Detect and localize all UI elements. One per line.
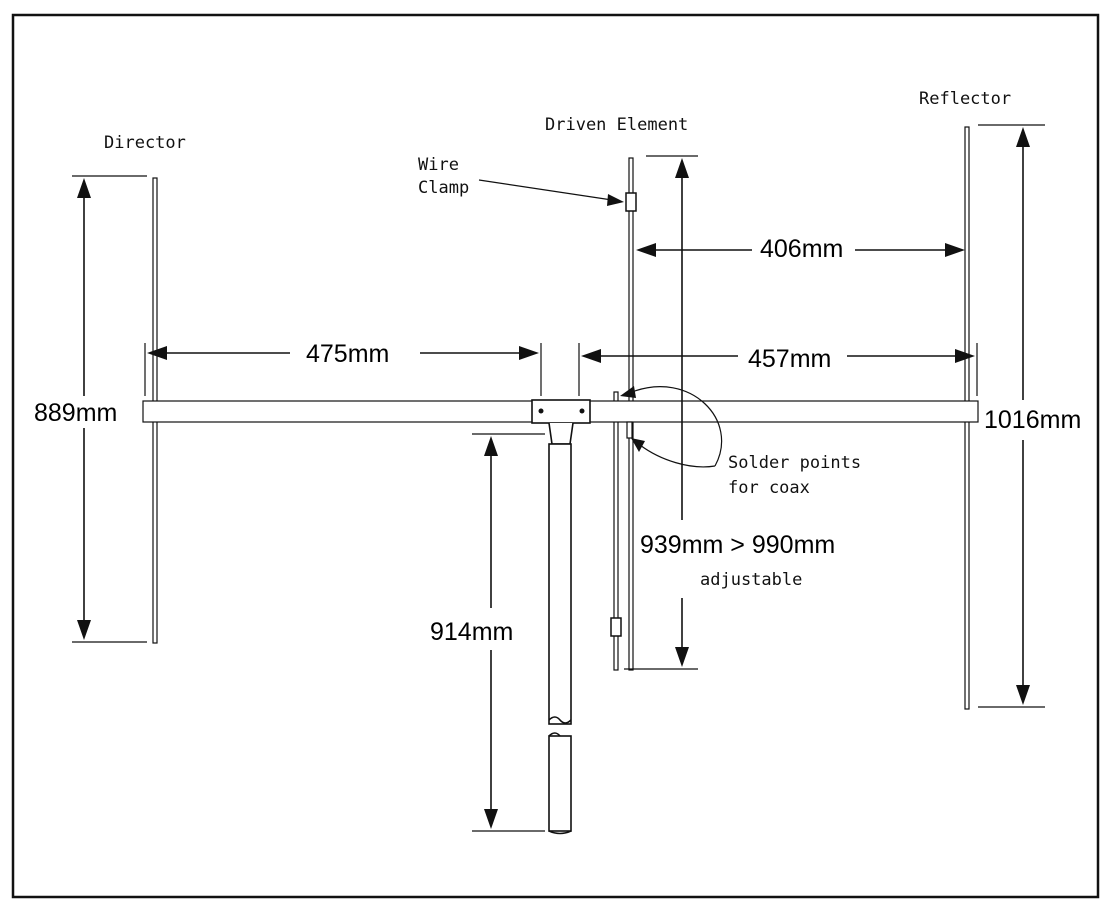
director-length-value: 889mm xyxy=(34,399,117,427)
solder-tab xyxy=(626,421,633,439)
t-joint xyxy=(531,399,591,445)
driven-element-label: Driven Element xyxy=(545,115,688,135)
reflector-spacing-lower-dimension xyxy=(578,343,978,396)
director-spacing-dimension xyxy=(144,343,542,396)
reflector-spacing-lower-value: 457mm xyxy=(748,345,831,373)
reflector-spacing-upper-value: 406mm xyxy=(760,235,843,263)
reflector-length-value: 1016mm xyxy=(984,406,1081,434)
driven-element-lower-rod xyxy=(613,391,619,671)
wire-clamp-lower xyxy=(610,617,622,637)
wire-clamp-label-line1: Wire xyxy=(418,155,459,175)
reflector-spacing-upper-dimension xyxy=(636,243,965,257)
reflector-length-dimension xyxy=(978,124,1045,708)
reflector-label: Reflector xyxy=(919,89,1011,109)
solder-points-label-line1: Solder points xyxy=(728,453,861,473)
driven-length-dimension xyxy=(624,155,698,670)
director-length-dimension xyxy=(72,175,147,643)
mast xyxy=(548,443,572,835)
wire-clamp-label-line2: Clamp xyxy=(418,178,469,198)
wire-clamp-upper xyxy=(625,192,637,212)
diagram-border xyxy=(11,13,1100,899)
director-spacing-value: 475mm xyxy=(306,340,389,368)
driven-length-value: 939mm > 990mm xyxy=(640,531,835,559)
solder-points-label-line2: for coax xyxy=(728,478,810,498)
director-label: Director xyxy=(104,133,186,153)
wire-clamp-pointer xyxy=(478,179,624,206)
solder-points-pointer xyxy=(620,386,722,468)
mast-length-dimension xyxy=(472,433,545,832)
mast-length-value: 914mm xyxy=(430,618,513,646)
adjustable-label: adjustable xyxy=(700,570,802,590)
